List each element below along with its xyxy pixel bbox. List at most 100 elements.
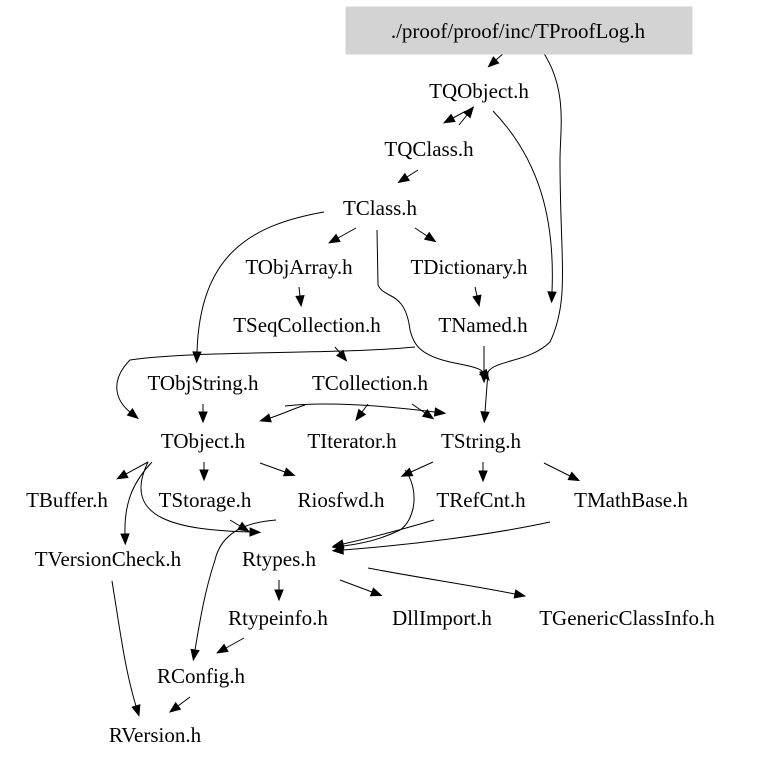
node-rtypes[interactable]: Rtypes.h <box>242 547 317 571</box>
node-label-root: ./proof/proof/inc/TProofLog.h <box>391 19 646 43</box>
edge-tqclass-to-tqobject <box>458 114 468 126</box>
edge-tobject-to-tversioncheck-arrowhead <box>120 533 130 546</box>
edge-tcollection-to-tstring <box>411 403 426 414</box>
node-tseqcollection[interactable]: TSeqCollection.h <box>233 313 381 337</box>
edge-tobject-to-rtypes <box>140 461 251 533</box>
edge-rtypes-to-dllimport-arrowhead <box>369 587 383 597</box>
node-label-tmathbase: TMathBase.h <box>574 488 688 512</box>
node-riosfwd[interactable]: Riosfwd.h <box>298 488 385 512</box>
edge-tclass-to-tstring <box>376 229 484 373</box>
node-label-rtypes: Rtypes.h <box>242 547 317 571</box>
edge-trefcnt-to-rtypes-arrowhead <box>331 539 345 549</box>
edge-rtypes-to-rconfig-arrowhead <box>190 648 200 662</box>
node-label-tobject: TObject.h <box>161 429 246 453</box>
edge-tobject-to-tbuffer <box>125 461 149 475</box>
edge-tnamed-to-tobject-arrowhead <box>126 407 139 420</box>
node-root[interactable]: ./proof/proof/inc/TProofLog.h <box>345 6 693 55</box>
edge-tobject-to-tstorage-arrowhead <box>199 469 209 482</box>
edge-tobjarray-to-tseqcollection <box>298 286 301 297</box>
node-label-trefcnt: TRefCnt.h <box>436 488 526 512</box>
edge-tmathbase-to-rtypes <box>342 521 551 551</box>
edge-tnamed-to-tstring-arrowhead <box>479 371 489 384</box>
edge-tseqcollection-to-tcollection <box>334 346 341 354</box>
node-trefcnt[interactable]: TRefCnt.h <box>436 488 526 512</box>
node-tcollection[interactable]: TCollection.h <box>312 371 429 395</box>
edge-tqclass-to-tclass-arrowhead <box>397 172 410 184</box>
edge-tobject-to-tversioncheck <box>124 461 153 535</box>
edge-rtypes-to-rtypeinfo-arrowhead <box>274 589 284 602</box>
edge-tclass-to-tdictionary-arrowhead <box>423 231 437 243</box>
edge-rtypes-to-dllimport <box>339 579 373 593</box>
edge-tdictionary-to-tnamed-arrowhead <box>472 294 482 308</box>
node-label-tstorage: TStorage.h <box>159 488 252 512</box>
node-label-tnamed: TNamed.h <box>438 313 528 337</box>
node-label-rconfig: RConfig.h <box>157 664 246 688</box>
node-tversioncheck[interactable]: TVersionCheck.h <box>35 547 182 571</box>
edge-rtypes-to-rconfig <box>194 519 277 651</box>
edge-tclass-to-tobjstring-arrowhead <box>192 351 202 364</box>
node-label-riosfwd: Riosfwd.h <box>298 488 385 512</box>
edge-tnamed-to-tobject <box>116 346 416 413</box>
edge-tmathbase-to-rtypes-arrowhead <box>331 545 344 555</box>
edge-root-to-tstring <box>484 51 563 413</box>
node-tgenericclassinfo[interactable]: TGenericClassInfo.h <box>539 606 715 630</box>
node-label-dllimport: DllImport.h <box>392 606 492 630</box>
node-label-tobjstring: TObjString.h <box>147 371 259 395</box>
edge-tclass-to-tdictionary <box>414 227 428 237</box>
edge-rtypeinfo-to-rconfig-arrowhead <box>216 643 229 654</box>
node-rtypeinfo[interactable]: Rtypeinfo.h <box>228 606 328 630</box>
node-tdictionary[interactable]: TDictionary.h <box>410 255 528 279</box>
edge-rtypes-to-tgenericclassinfo <box>367 567 516 595</box>
node-titerator[interactable]: TIterator.h <box>307 429 397 453</box>
edge-tobject-to-tbuffer-arrowhead <box>116 469 129 480</box>
edge-tclass-to-tobjstring <box>196 211 325 353</box>
edge-tstring-to-tmathbase-arrowhead <box>567 471 581 482</box>
node-tmathbase[interactable]: TMathBase.h <box>574 488 688 512</box>
node-rversion[interactable]: RVersion.h <box>109 723 202 747</box>
node-dllimport[interactable]: DllImport.h <box>392 606 492 630</box>
node-rconfig[interactable]: RConfig.h <box>157 664 246 688</box>
node-tobject[interactable]: TObject.h <box>161 429 246 453</box>
node-label-tqclass: TQClass.h <box>384 137 474 161</box>
edge-tseqcollection-to-tcollection-arrowhead <box>336 349 348 362</box>
edge-tstring-to-tmathbase <box>543 462 571 477</box>
edge-rconfig-to-rversion-arrowhead <box>168 701 182 713</box>
edge-tobjarray-to-tseqcollection-arrowhead <box>295 294 305 308</box>
node-tobjstring[interactable]: TObjString.h <box>147 371 259 395</box>
node-label-tqobject: TQObject.h <box>429 79 529 103</box>
node-tclass[interactable]: TClass.h <box>343 196 418 220</box>
edge-tstring-to-trefcnt-arrowhead <box>478 470 488 483</box>
graph-edges <box>111 51 581 717</box>
node-label-tbuffer: TBuffer.h <box>26 488 108 512</box>
edge-tqobject-to-tnamed-arrowhead <box>547 291 557 304</box>
node-label-tdictionary: TDictionary.h <box>410 255 528 279</box>
node-label-tseqcollection: TSeqCollection.h <box>233 313 381 337</box>
edge-tcollection-to-tobject-arrowhead <box>259 413 272 423</box>
node-tstorage[interactable]: TStorage.h <box>159 488 252 512</box>
edge-tversioncheck-to-rversion-arrowhead <box>131 704 141 717</box>
node-tbuffer[interactable]: TBuffer.h <box>26 488 108 512</box>
node-tnamed[interactable]: TNamed.h <box>438 313 528 337</box>
edge-tdictionary-to-tnamed <box>474 286 478 297</box>
node-label-tversioncheck: TVersionCheck.h <box>35 547 182 571</box>
node-label-rtypeinfo: Rtypeinfo.h <box>228 606 328 630</box>
node-tqclass[interactable]: TQClass.h <box>384 137 474 161</box>
graph-nodes: ./proof/proof/inc/TProofLog.hTQObject.hT… <box>26 6 715 747</box>
node-tobjarray[interactable]: TObjArray.h <box>245 255 353 279</box>
edge-tobject-to-tstring <box>284 403 436 413</box>
root-node-box <box>345 6 693 55</box>
edge-tcollection-to-tobject <box>269 404 306 419</box>
node-tqobject[interactable]: TQObject.h <box>429 79 529 103</box>
edge-tobject-to-riosfwd <box>259 462 286 473</box>
edge-root-to-tstring-arrowhead <box>480 411 490 424</box>
edge-tobject-to-rtypes-arrowhead <box>249 527 262 537</box>
node-tstring[interactable]: TString.h <box>441 429 521 453</box>
edge-rconfig-to-rversion <box>177 696 191 707</box>
edge-tstorage-to-rtypes <box>229 519 241 527</box>
edge-root-to-tqobject-arrowhead <box>487 56 500 68</box>
edge-tobject-to-tstring-arrowhead <box>433 407 447 417</box>
node-label-tobjarray: TObjArray.h <box>245 255 353 279</box>
edge-tcollection-to-titerator-arrowhead <box>355 408 367 422</box>
edge-tclass-to-tobjarray <box>337 227 357 239</box>
